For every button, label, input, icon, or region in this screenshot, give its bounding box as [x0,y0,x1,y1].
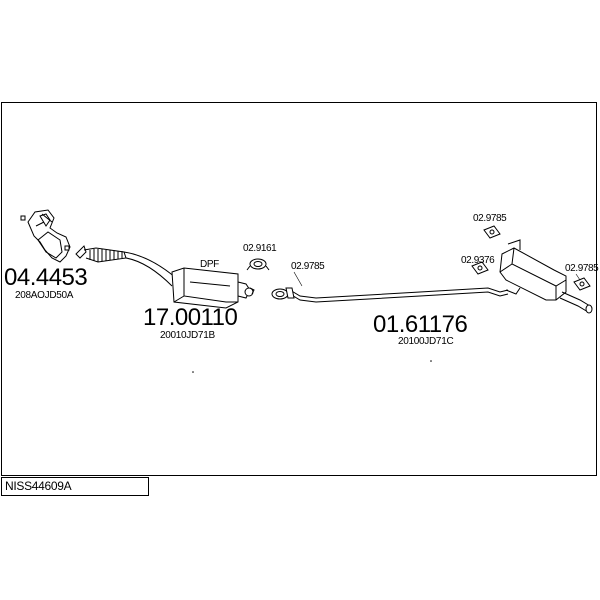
clamp-accessory-1 [246,258,270,271]
accessory-label-3: 02.9785 [473,213,507,224]
part-number-1: 04.4453 [4,264,88,291]
dpf-tag: DPF [200,259,219,270]
accessory-label-4: 02.9376 [461,255,495,266]
reference-box: NISS44609A [1,477,149,496]
manifold-converter-part [20,209,71,263]
part-number-2: 17.00110 [143,304,238,331]
hanger-accessory-3 [483,225,501,239]
middle-pipe-part [285,287,509,303]
dpf-assembly-part [75,245,255,309]
oem-number-3: 20100JD71C [398,336,454,347]
reference-code: NISS44609A [5,479,72,493]
accessory-label-5: 02.9785 [565,263,599,274]
part-number-3: 01.61176 [373,311,468,338]
oem-number-2: 20010JD71B [160,330,215,341]
gasket-accessory-1 [271,288,289,300]
rear-muffler-part [499,239,593,314]
diagram-frame [1,102,597,476]
accessory-label-1: 02.9161 [243,243,277,254]
oem-number-1: 208AOJD50A [15,290,74,301]
hanger-accessory-4 [573,277,591,291]
hanger-accessory-2 [471,261,489,275]
accessory-label-2: 02.9785 [291,261,325,272]
